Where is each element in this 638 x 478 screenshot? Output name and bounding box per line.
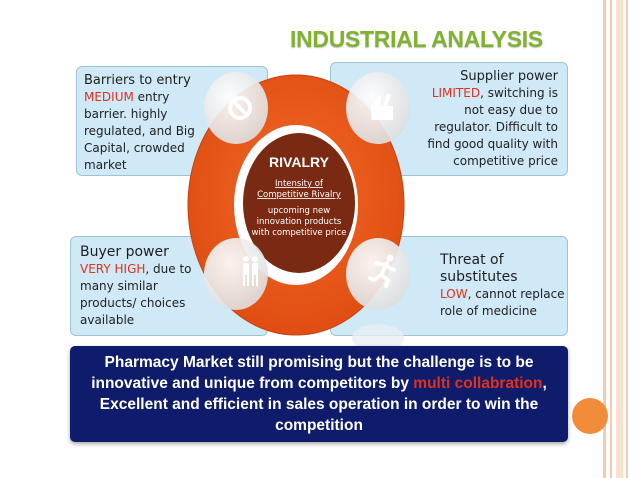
substitutes-text: Threat of substitutes LOW, cannot replac… xyxy=(440,252,565,320)
supplier-line4: find good quality with xyxy=(427,137,558,151)
buyer-line1: VERY HIGH, due to xyxy=(80,261,210,278)
summary-line2-post: , xyxy=(542,375,547,392)
summary-line2: innovative and unique from competitors b… xyxy=(70,373,568,394)
decor-stripe xyxy=(616,0,623,478)
barriers-level: MEDIUM xyxy=(84,90,134,104)
decor-stripe xyxy=(603,0,606,478)
center-body-line3: with competitive price xyxy=(251,228,346,238)
barriers-title: Barriers to entry xyxy=(84,73,191,88)
buyer-line3: products/ choices xyxy=(80,296,186,310)
substitutes-line1: LOW, cannot replace xyxy=(440,286,565,303)
center-body-line1: upcoming new xyxy=(268,206,330,216)
barriers-line5: market xyxy=(84,158,127,172)
supplier-line5: competitive price xyxy=(453,154,558,168)
barriers-line3: regulated, and Big xyxy=(84,124,195,138)
buyer-title: Buyer power xyxy=(80,244,169,260)
supplier-line1: LIMITED, switching is xyxy=(420,85,558,102)
buyer-line4: available xyxy=(80,313,135,327)
slide-title: INDUSTRIAL ANALYSIS xyxy=(290,26,543,52)
summary-line1: Pharmacy Market still promising but the … xyxy=(104,354,534,371)
buyer-line1-rest: , due to xyxy=(145,262,192,276)
substitutes-title-line1: Threat of xyxy=(440,252,504,268)
substitutes-line2: role of medicine xyxy=(440,304,537,318)
center-body-line2: innovation products xyxy=(257,217,342,227)
summary-line3: Excellent and efficient in sales operati… xyxy=(99,396,539,413)
buyer-text: Buyer power VERY HIGH, due to many simil… xyxy=(80,244,210,329)
summary-highlight: multi collabration xyxy=(413,375,543,392)
no-entry-icon xyxy=(228,96,252,120)
summary-banner: Pharmacy Market still promising but the … xyxy=(70,346,568,442)
center-subheading-line1: Intensity of xyxy=(275,179,324,189)
knob-bottom xyxy=(352,324,404,352)
barriers-line1: MEDIUM entry xyxy=(84,89,234,106)
knob-bottom-left xyxy=(204,238,268,310)
supplier-line3: regulator. Difficult to xyxy=(434,120,558,134)
rivalry-ring: RIVALRY Intensity of Competitive Rivalry… xyxy=(187,72,410,352)
supplier-line2: not easy due to xyxy=(464,103,558,117)
supplier-text: Supplier power LIMITED, switching is not… xyxy=(420,68,558,170)
barriers-line1-rest: entry xyxy=(133,90,170,104)
center-circle xyxy=(243,133,355,273)
supplier-level: LIMITED xyxy=(431,86,481,100)
substitutes-level: LOW xyxy=(440,287,468,301)
supplier-title: Supplier power xyxy=(460,69,558,84)
factory-icon xyxy=(371,93,393,120)
knob-bottom-right xyxy=(346,238,410,310)
barriers-line2: barrier. highly xyxy=(84,107,168,121)
center-subheading-line2: Competitive Rivalry xyxy=(257,190,341,200)
buyer-line2: many similar xyxy=(80,279,158,293)
decor-stripe xyxy=(610,0,612,478)
summary-line4: competition xyxy=(275,417,363,434)
summary-line2-pre: innovative and unique from competitors b… xyxy=(91,375,414,392)
barriers-text: Barriers to entry MEDIUM entry barrier. … xyxy=(84,72,234,174)
buyer-level: VERY HIGH xyxy=(80,262,146,276)
knob-top-left xyxy=(204,72,268,144)
barriers-line4: Capital, crowded xyxy=(84,141,185,155)
summary-text: Pharmacy Market still promising but the … xyxy=(70,352,568,436)
decor-stripe xyxy=(626,0,628,478)
running-person-icon xyxy=(368,254,396,288)
substitutes-line1-rest: , cannot replace xyxy=(467,287,565,301)
supplier-line1-rest: , switching is xyxy=(480,86,558,100)
center-heading: RIVALRY xyxy=(269,154,330,170)
decor-orange-dot xyxy=(572,398,608,434)
people-icon xyxy=(243,256,258,286)
substitutes-title-line2: substitutes xyxy=(440,269,518,285)
